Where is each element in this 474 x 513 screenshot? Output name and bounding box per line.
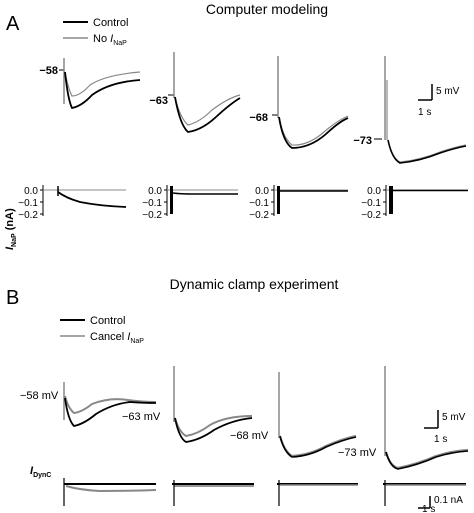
panel-b: B Dynamic clamp experiment Control Cance…	[6, 276, 469, 513]
dync-trace-cancel-1	[65, 485, 157, 493]
panel-b-title: Dynamic clamp experiment	[170, 276, 339, 292]
current-scale-amp-label: 0.1 nA	[434, 495, 463, 506]
current-plot-4: 0.0 −0.1 −0.2	[361, 185, 468, 221]
current-plot-1: 0.0 −0.1 −0.2	[18, 185, 127, 221]
scale-time-label-b: 1 s	[434, 434, 447, 445]
current-trace-1	[57, 191, 127, 208]
holding-potential-label-3: −68	[249, 112, 268, 124]
holding-potential-label-b4: −73 mV	[338, 447, 377, 459]
panel-b-current-traces	[63, 478, 466, 506]
trace-no-inap-2	[174, 94, 241, 126]
panel-a-voltage-traces: −58 −63 −68 −73	[39, 52, 467, 164]
panel-a-current-traces: 0.0 −0.1 −0.2 0.0 −0.1 −0.2	[18, 185, 468, 221]
scale-voltage-label: 5 mV	[436, 86, 460, 97]
trace-control-1	[64, 71, 141, 110]
current-scale-time-label: 1 s	[422, 504, 435, 513]
tick-label-4-2: −0.2	[361, 210, 381, 221]
trace-control-2	[174, 96, 241, 133]
tick-label-4-0: 0.0	[367, 186, 381, 197]
legend-no-inap-label: No INaP	[93, 33, 127, 47]
tick-label-1-2: −0.2	[18, 210, 38, 221]
trace-cancel-b1	[64, 395, 157, 415]
scale-time-label: 1 s	[418, 107, 431, 118]
holding-potential-label-b2: −63 mV	[122, 411, 161, 423]
panel-a: A Computer modeling Control No INaP −58 …	[4, 1, 468, 250]
tick-label-1-1: −0.1	[18, 198, 38, 209]
current-artifact-2	[170, 186, 173, 214]
panel-a-legend: Control No INaP	[63, 17, 128, 47]
current-plot-3: 0.0 −0.1 −0.2	[249, 185, 348, 221]
scale-voltage-label-b: 5 mV	[442, 412, 466, 423]
holding-potential-label-2: −63	[149, 95, 168, 107]
trace-control-b2	[174, 417, 253, 443]
trace-control-4	[387, 139, 467, 164]
trace-cancel-b2	[174, 415, 253, 438]
panel-b-scale-bar: 5 mV 1 s	[424, 410, 466, 445]
holding-potential-label-b3: −68 mV	[230, 430, 269, 442]
holding-potential-label-1: −58	[39, 65, 58, 77]
panel-a-scale-bar: 5 mV 1 s	[418, 84, 460, 118]
panel-b-voltage-traces: −58 mV −63 mV −68 mV −73 mV	[20, 366, 469, 470]
current-artifact-4	[389, 186, 393, 214]
idync-label: IDynC	[30, 465, 51, 479]
trace-no-inap-4	[387, 139, 467, 163]
trace-no-inap-1	[64, 71, 141, 97]
dynclamp-current-1	[63, 478, 157, 506]
panel-a-letter: A	[6, 13, 20, 35]
trace-control-b4	[385, 450, 469, 470]
dynclamp-current-3	[277, 480, 358, 506]
tick-label-1-0: 0.0	[24, 186, 38, 197]
holding-potential-label-b1: −58 mV	[20, 390, 59, 402]
holding-potential-label-4: −73	[353, 135, 372, 147]
panel-b-current-scale-bar: 0.1 nA 1 s	[418, 495, 463, 513]
legend-cancel-label: Cancel INaP	[90, 331, 144, 345]
dynclamp-current-4	[383, 480, 466, 506]
current-trace-2	[172, 192, 238, 195]
tick-label-2-0: 0.0	[148, 186, 162, 197]
legend-control-label: Control	[93, 17, 128, 29]
tick-label-2-1: −0.1	[142, 198, 162, 209]
trace-control-3	[278, 116, 349, 149]
dynclamp-current-2	[172, 480, 254, 506]
current-artifact-3	[277, 186, 280, 214]
current-plot-2: 0.0 −0.1 −0.2	[142, 185, 238, 221]
inap-axis-label: INaP (nA)	[4, 208, 18, 250]
trace-no-inap-3	[278, 115, 349, 146]
tick-label-4-1: −0.1	[361, 198, 381, 209]
panel-b-letter: B	[6, 287, 19, 309]
tick-label-2-2: −0.2	[142, 210, 162, 221]
panel-a-title: Computer modeling	[206, 1, 328, 17]
tick-label-3-0: 0.0	[255, 186, 269, 197]
panel-b-legend: Control Cancel INaP	[60, 315, 144, 345]
legend-control-label-b: Control	[90, 315, 125, 327]
trace-control-b1	[64, 397, 157, 427]
tick-label-3-2: −0.2	[249, 210, 269, 221]
tick-label-3-1: −0.1	[249, 198, 269, 209]
trace-control-b3	[279, 435, 357, 458]
